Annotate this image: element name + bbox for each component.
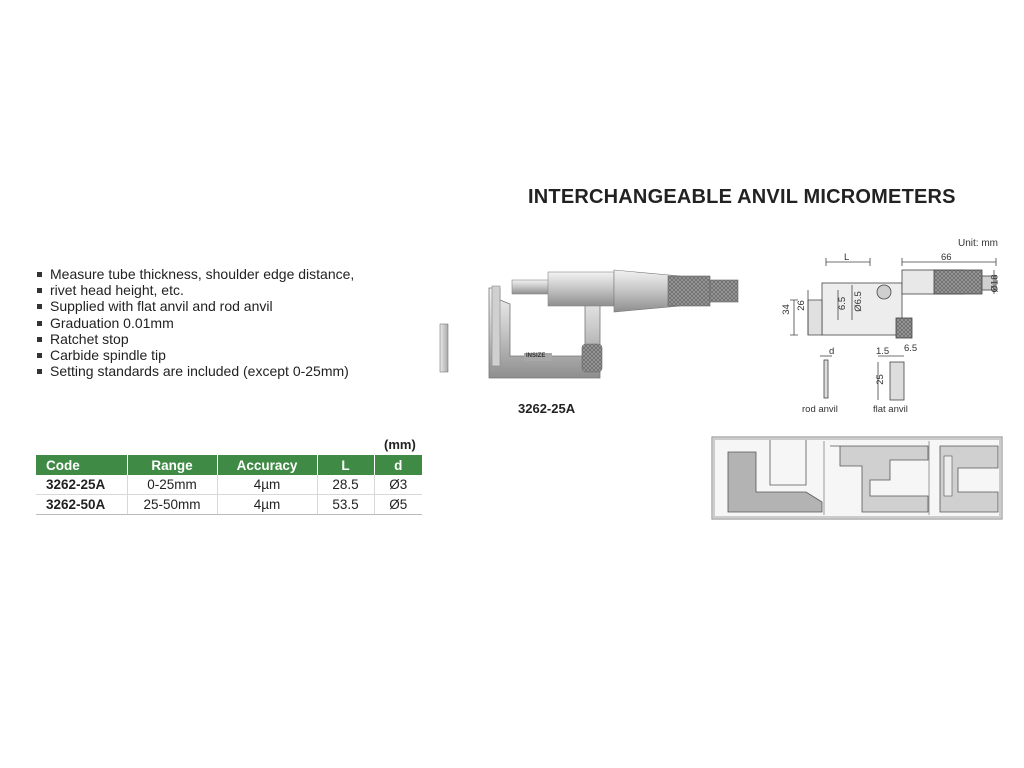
unit-note: Unit: mm (958, 238, 998, 249)
dim-d: d (829, 346, 835, 357)
feature-item: Measure tube thickness, shoulder edge di… (36, 266, 354, 282)
header-code: Code (36, 455, 127, 475)
cell-code: 3262-25A (36, 475, 127, 495)
feature-item: Setting standards are included (except 0… (36, 363, 354, 379)
header-accuracy: Accuracy (216, 455, 317, 475)
table-row: 3262-25A 0-25mm 4µm 28.5 Ø3 (36, 475, 422, 495)
header-l: L (316, 455, 374, 475)
feature-item: Ratchet stop (36, 331, 354, 347)
brand-logo: INSIZE (526, 353, 546, 359)
cell-l: 28.5 (316, 475, 374, 495)
dim-6-5b: 6.5 (904, 343, 918, 354)
cell-range: 25-50mm (126, 494, 217, 515)
dim-6-5: 6.5 (837, 296, 849, 311)
header-range: Range (126, 455, 217, 475)
cell-accuracy: 4µm (216, 475, 317, 495)
cell-d: Ø5 (373, 494, 422, 515)
dim-1-5: 1.5 (876, 346, 890, 357)
table-header-row: Code Range Accuracy L d (36, 455, 422, 475)
page-title: INTERCHANGEABLE ANVIL MICROMETERS (528, 186, 956, 208)
cell-code: 3262-50A (36, 494, 127, 515)
feature-item: Graduation 0.01mm (36, 315, 354, 331)
spec-table: Code Range Accuracy L d 3262-25A 0-25mm … (36, 455, 422, 515)
application-diagram (711, 436, 1003, 520)
header-d: d (373, 455, 422, 475)
dim-25: 25 (874, 374, 886, 385)
feature-item: rivet head height, etc. (36, 282, 354, 298)
flat-anvil-label: flat anvil (873, 404, 908, 415)
dim-66: 66 (941, 252, 952, 263)
cell-accuracy: 4µm (216, 494, 317, 515)
dimension-drawing (790, 258, 997, 401)
feature-item: Supplied with flat anvil and rod anvil (36, 298, 354, 314)
dim-34: 34 (780, 304, 792, 315)
cell-range: 0-25mm (126, 475, 217, 495)
rod-anvil-label: rod anvil (802, 404, 838, 415)
cell-d: Ø3 (373, 475, 422, 495)
feature-item: Carbide spindle tip (36, 347, 354, 363)
dim-d6-5: Ø6.5 (852, 291, 864, 312)
table-unit: (mm) (384, 437, 416, 452)
dim-L: L (844, 252, 850, 263)
feature-list: Measure tube thickness, shoulder edge di… (36, 266, 354, 379)
micrometer-photo (439, 269, 739, 379)
cell-l: 53.5 (316, 494, 374, 515)
product-model-label: 3262-25A (518, 401, 576, 416)
table-row: 3262-50A 25-50mm 4µm 53.5 Ø5 (36, 494, 422, 515)
dim-d18: Ø18 (989, 274, 1001, 293)
dim-26: 26 (795, 300, 807, 311)
